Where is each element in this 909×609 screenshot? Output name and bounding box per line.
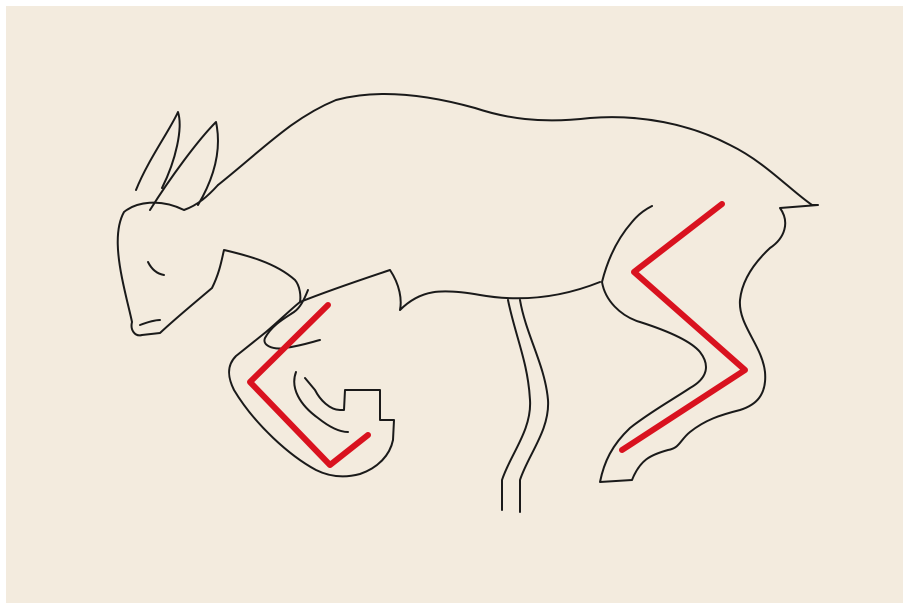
illustration-canvas — [6, 6, 903, 603]
animal-illustration — [6, 6, 903, 603]
background-panel — [6, 6, 903, 603]
